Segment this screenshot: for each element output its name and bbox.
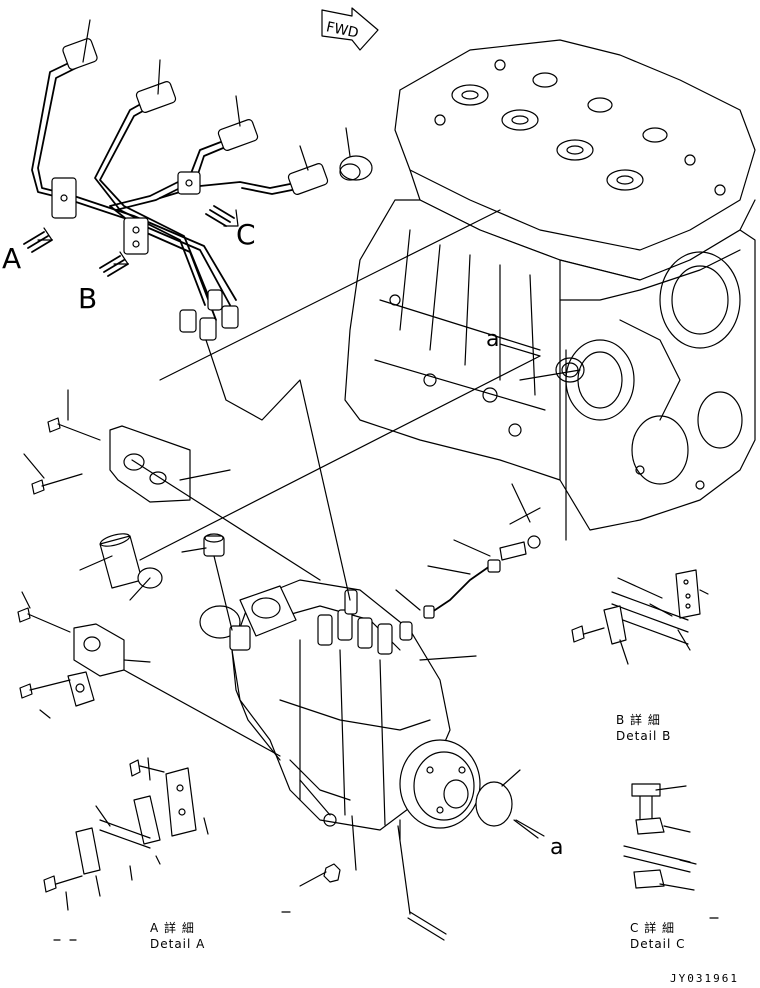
fuel-return-pipe [423, 535, 541, 619]
view-label-b: B [78, 282, 97, 315]
ref-arrow-top [499, 343, 541, 357]
view-arrow-b [99, 251, 129, 277]
plug [203, 533, 225, 557]
detail-b-title-jp: B 詳 細 [616, 712, 661, 727]
detail-a-drawing [43, 757, 209, 911]
detail-b-drawing [571, 569, 709, 665]
injection-lines [31, 38, 329, 341]
view-label-c: C [236, 218, 256, 251]
fwd-label: FWD [325, 19, 360, 41]
bracket-assembly [31, 417, 191, 503]
grommet [339, 155, 373, 181]
lower-bracket [17, 607, 125, 707]
detail-c-title-en: Detail C [630, 937, 686, 951]
leader-lines [21, 19, 581, 915]
view-label-a: A [2, 242, 21, 275]
detail-a-title-en: Detail A [150, 937, 205, 951]
injection-pump [199, 579, 481, 841]
engine-block [344, 39, 756, 531]
stud-bolt [407, 911, 447, 941]
o-ring-large [475, 781, 513, 827]
view-arrow-c [205, 205, 239, 227]
detail-a-title-jp: A 詳 細 [150, 920, 195, 935]
fwd-arrow: FWD [321, 7, 379, 51]
collar [99, 533, 143, 589]
drawing-code: JY031961 [670, 972, 739, 985]
nut [323, 863, 341, 883]
detail-c-drawing [623, 783, 719, 919]
head-ports [434, 59, 726, 196]
ref-arrow-bottom [515, 819, 545, 837]
ref-label-a-bottom: a [550, 835, 563, 860]
view-arrow-a [23, 227, 53, 253]
ref-label-a-top: a [486, 327, 499, 352]
detail-b-title-en: Detail B [616, 729, 671, 743]
detail-c-title-jp: C 詳 細 [630, 920, 675, 935]
